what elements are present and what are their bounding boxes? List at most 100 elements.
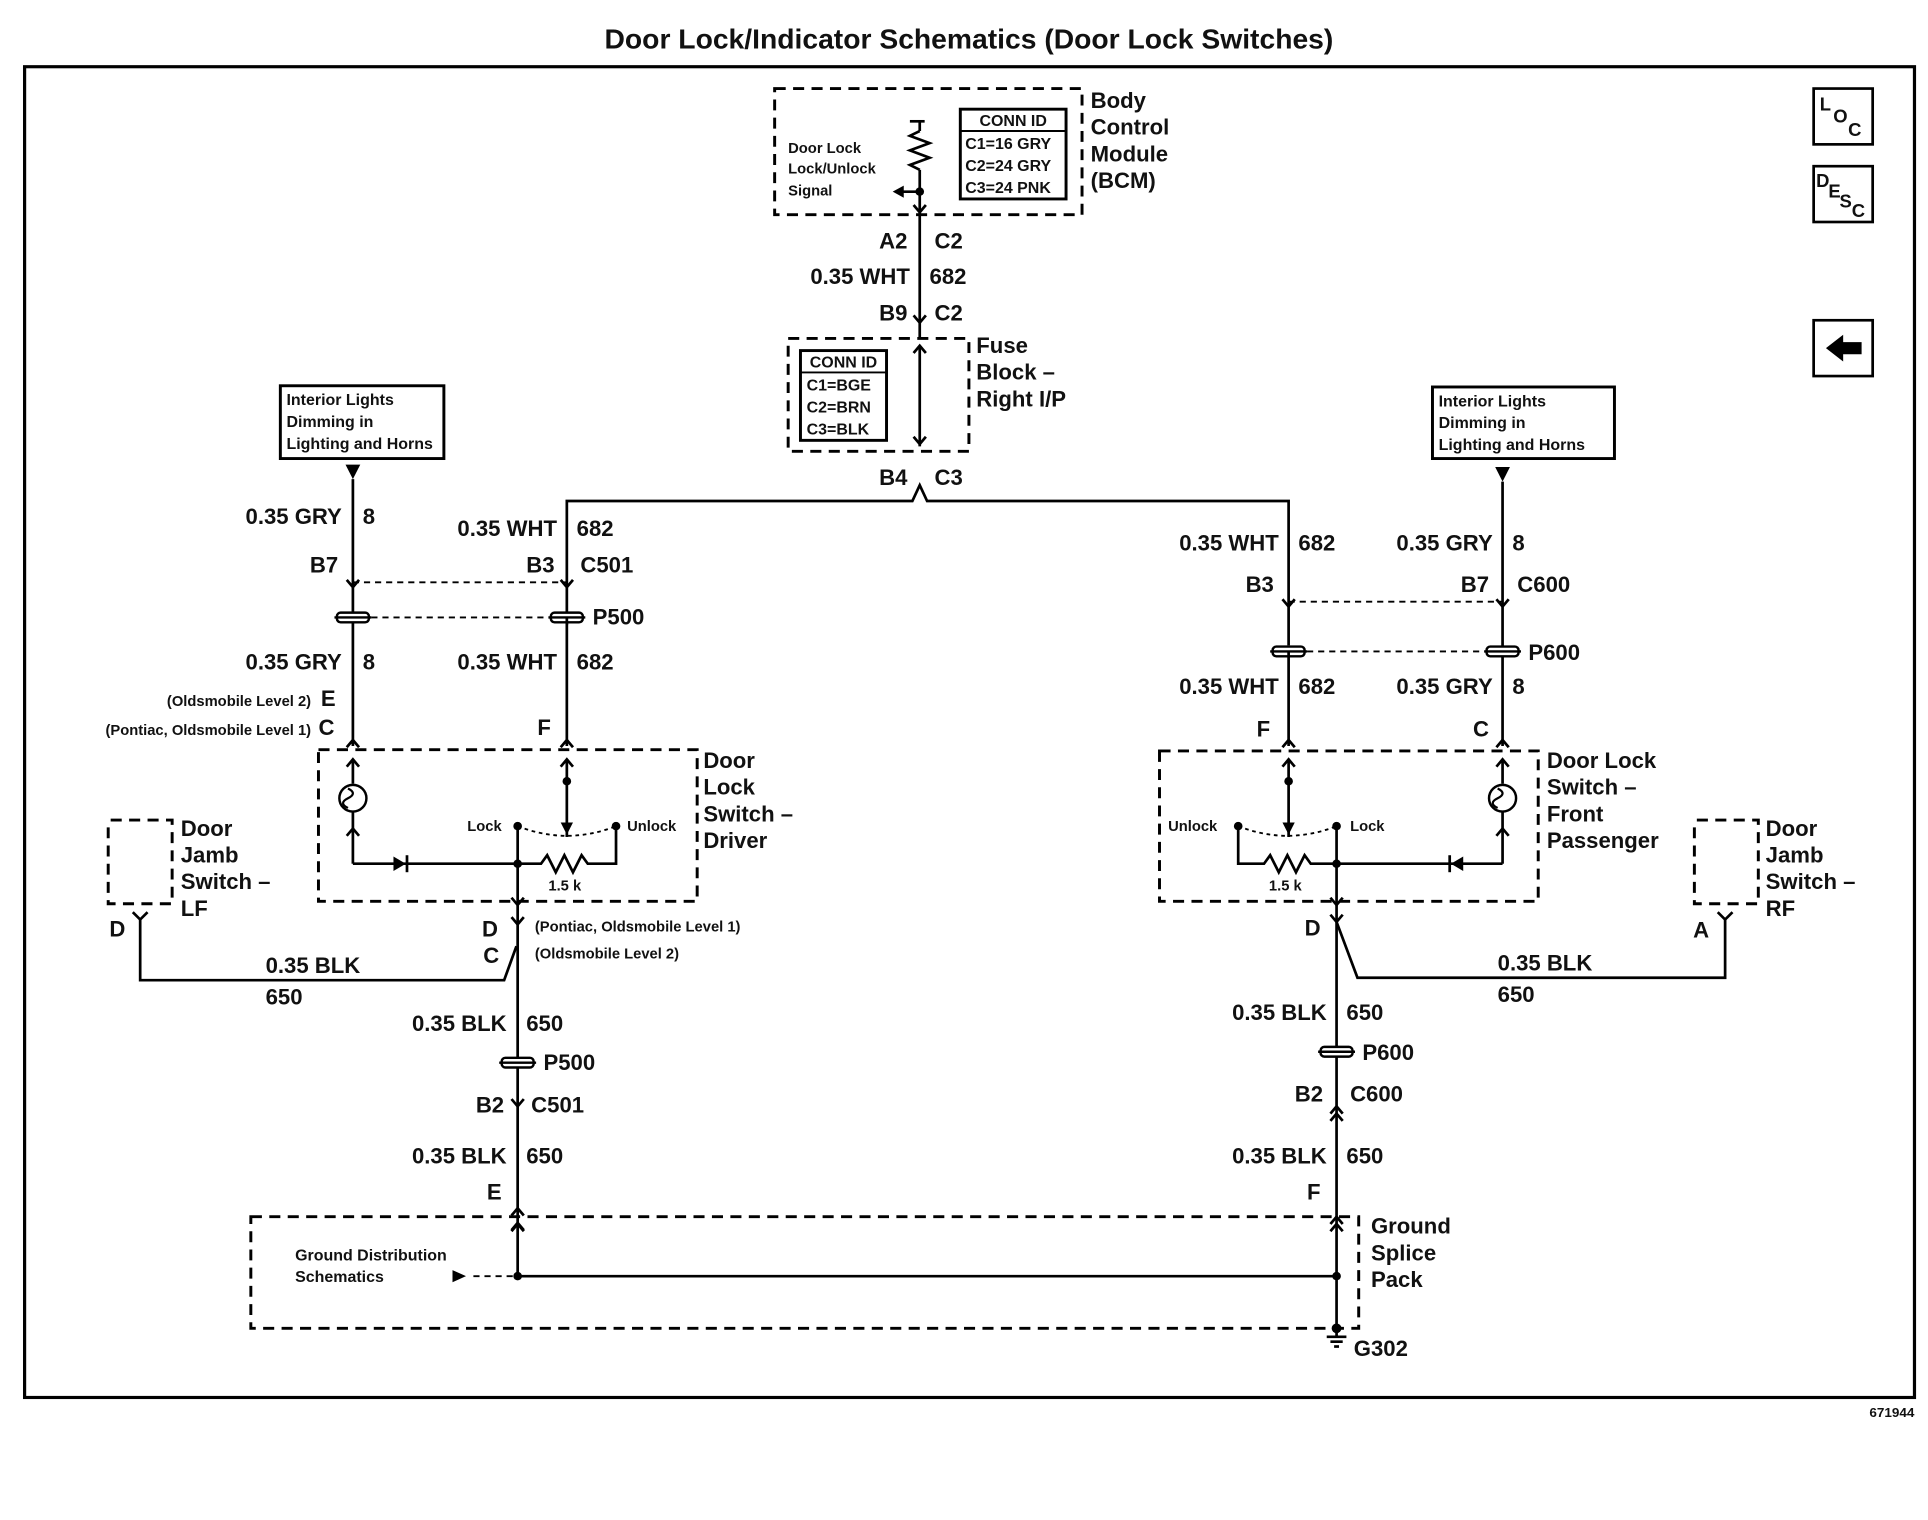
bcm-name-line-2: Control: [1091, 115, 1170, 140]
l-blk-jamb-circuit: 650: [266, 985, 303, 1010]
l-blk-2-gauge: 0.35 BLK: [412, 1143, 507, 1168]
fuse-conn-id-row-2: C2=BRN: [807, 400, 871, 417]
jamb-rf-name-3: Switch –: [1766, 869, 1856, 894]
back-button[interactable]: [1812, 318, 1875, 378]
r-gry-top-circuit: 8: [1512, 531, 1524, 556]
bcm-signal-line-1: Door Lock: [788, 141, 862, 157]
pin-l-e-gnd: E: [487, 1180, 502, 1205]
loc-letter-1: L: [1820, 94, 1831, 115]
jamb-lf-name-3: Switch –: [181, 869, 271, 894]
fuse-block-right-ip: CONN ID C1=BGE C2=BRN C3=BLK Fuse Block …: [786, 333, 1066, 453]
jamb-lf-name-1: Door: [181, 816, 233, 841]
pin-fuse-b4: B4: [879, 465, 908, 490]
ground-pack-name-2: Splice: [1371, 1241, 1436, 1266]
r-wht-bot-circuit: 682: [1298, 674, 1335, 699]
l-gry-top-gauge: 0.35 GRY: [246, 504, 343, 529]
passenger-switch-name-2: Switch –: [1547, 775, 1637, 800]
pin-l-e: E: [321, 686, 336, 711]
option-olds-level2-left: (Oldsmobile Level 2): [167, 694, 311, 710]
jamb-rf-name-1: Door: [1766, 816, 1818, 841]
pin-r-c600: C600: [1517, 572, 1570, 597]
pin-l-c: C: [318, 715, 334, 740]
passenger-unlock-label: Unlock: [1168, 819, 1218, 835]
bcm-conn-id-row-2: C2=24 GRY: [965, 158, 1051, 175]
r-gry-bot-circuit: 8: [1512, 674, 1524, 699]
pin-bcm-a2: A2: [879, 229, 907, 254]
fuse-conn-id-title: CONN ID: [810, 355, 877, 372]
bcm-name-line-3: Module: [1091, 141, 1168, 166]
desc-letter-2: E: [1828, 181, 1840, 202]
r-blk-1-circuit: 650: [1346, 1000, 1383, 1025]
body-control-module: Door Lock Lock/Unlock Signal CONN ID C1=…: [773, 87, 1170, 217]
option-olds-level2-center: (Oldsmobile Level 2): [535, 946, 679, 962]
bcm-name-line-4: (BCM): [1091, 168, 1156, 193]
ground-ref-line-1: Ground Distribution: [295, 1247, 447, 1264]
jamb-rf-name-4: RF: [1766, 896, 1795, 921]
interior-lights-right-line-3: Lighting and Horns: [1439, 437, 1586, 454]
bcm-conn-id-title: CONN ID: [979, 113, 1046, 130]
l-gry-top-circuit: 8: [363, 504, 375, 529]
pin-jamb-l-d: D: [109, 917, 125, 942]
l-blk-jamb-gauge: 0.35 BLK: [266, 953, 361, 978]
r-blk-2-gauge: 0.35 BLK: [1232, 1143, 1327, 1168]
r-blk-jamb-circuit: 650: [1498, 982, 1535, 1007]
pin-r-f-gnd: F: [1307, 1180, 1321, 1205]
pin-l-c501: C501: [580, 553, 633, 578]
bcm-conn-id-row-3: C3=24 PNK: [965, 180, 1051, 197]
l-blk-1-gauge: 0.35 BLK: [412, 1011, 507, 1036]
pin-l-b3: B3: [526, 553, 554, 578]
pin-l-b2: B2: [476, 1093, 504, 1118]
pin-r-b7: B7: [1461, 572, 1489, 597]
option-pontiac-olds-level1-center: (Pontiac, Oldsmobile Level 1): [535, 920, 741, 936]
passenger-lock-label: Lock: [1350, 819, 1385, 835]
desc-letter-4: C: [1852, 200, 1865, 221]
fuse-name-line-2: Block –: [976, 360, 1055, 385]
bcm-conn-id-row-1: C1=16 GRY: [965, 136, 1051, 153]
pin-l-c501b: C501: [531, 1093, 584, 1118]
bcm-signal-line-3: Signal: [788, 183, 832, 199]
r-wht-bot-gauge: 0.35 WHT: [1179, 674, 1279, 699]
arrow-left-icon: [1825, 334, 1862, 362]
jamb-lf-name-2: Jamb: [181, 843, 239, 868]
pin-r-b2: B2: [1295, 1082, 1323, 1107]
interior-lights-right-line-2: Dimming in: [1439, 415, 1526, 432]
door-lock-switch-front-passenger: Unlock Lock 1.5 k Door Lock Switch – Fro…: [1158, 748, 1659, 907]
l-wht-bot-gauge: 0.35 WHT: [457, 650, 557, 675]
outer-frame: [22, 65, 1917, 1400]
wire-blk-jamb-right: [1335, 919, 1727, 980]
driver-switch-name-1: Door: [703, 748, 755, 773]
passenger-switch-name-4: Passenger: [1547, 828, 1659, 853]
ground-pack-name-1: Ground: [1371, 1214, 1451, 1239]
l-wht-bot-circuit: 682: [577, 650, 614, 675]
wire-682-split: [565, 482, 1290, 646]
page-title: Door Lock/Indicator Schematics (Door Loc…: [605, 24, 1334, 55]
loc-button[interactable]: L O C: [1812, 87, 1875, 146]
splice-p600-bot: P600: [1362, 1040, 1414, 1065]
ground-pack-name-3: Pack: [1371, 1267, 1423, 1292]
interior-lights-left-line-2: Dimming in: [286, 414, 373, 431]
ground-ref-line-2: Schematics: [295, 1269, 384, 1286]
wire-682-bcm-gauge: 0.35 WHT: [810, 264, 910, 289]
interior-lights-left-line-3: Lighting and Horns: [286, 436, 433, 453]
l-wht-top-gauge: 0.35 WHT: [457, 516, 557, 541]
door-jamb-switch-lf: Door Jamb Switch – LF: [106, 816, 271, 922]
splice-p600-top: P600: [1528, 640, 1580, 665]
interior-lights-left-line-1: Interior Lights: [286, 392, 394, 409]
l-wht-top-circuit: 682: [577, 516, 614, 541]
desc-letter-3: S: [1839, 191, 1851, 212]
loc-letter-3: C: [1848, 119, 1861, 140]
pin-fuse-c3: C3: [934, 465, 962, 490]
fuse-name-line-3: Right I/P: [976, 387, 1066, 412]
pin-r-b3: B3: [1246, 572, 1274, 597]
fuse-conn-id-row-3: C3=BLK: [807, 421, 870, 438]
wire-682-bcm-circuit: 682: [930, 264, 967, 289]
interior-lights-ref-left: Interior Lights Dimming in Lighting and …: [278, 384, 446, 461]
desc-button[interactable]: D E S C: [1812, 164, 1875, 224]
jamb-lf-name-4: LF: [181, 896, 208, 921]
passenger-switch-name-3: Front: [1547, 801, 1604, 826]
option-pontiac-olds-level1-left: (Pontiac, Oldsmobile Level 1): [105, 723, 311, 739]
driver-switch-name-2: Lock: [703, 775, 755, 800]
l-gry-bot-circuit: 8: [363, 650, 375, 675]
pin-l-f: F: [537, 715, 551, 740]
